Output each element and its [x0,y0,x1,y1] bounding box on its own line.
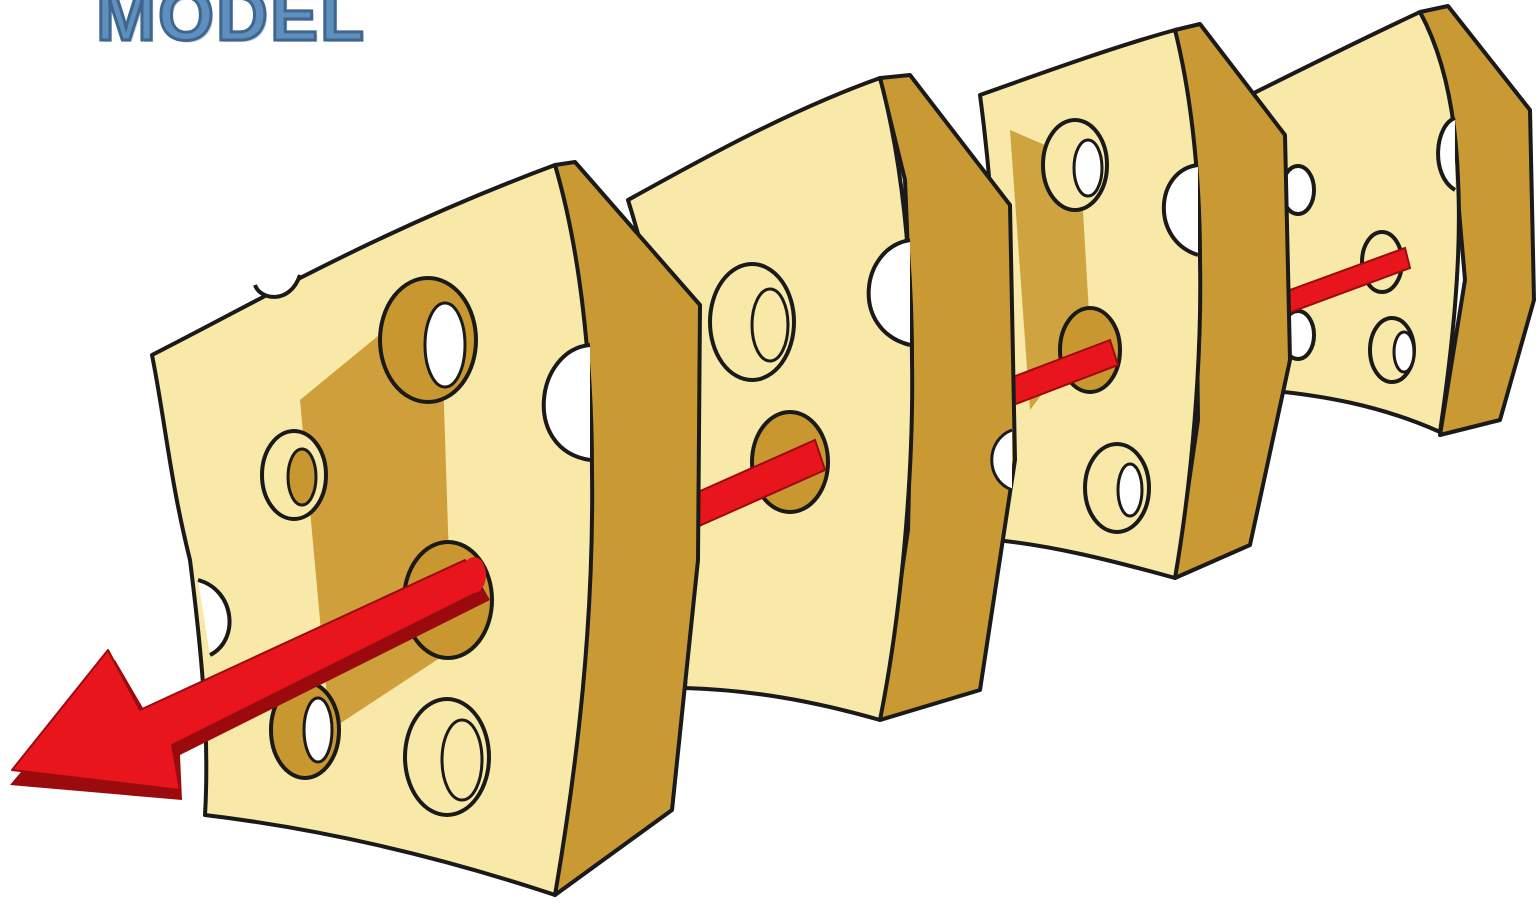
cheese-slice-1 [152,162,700,895]
cheese-hole [288,449,316,505]
cheese-hole [1074,140,1102,196]
cheese-hole [442,720,482,800]
cheese-hole [752,289,788,361]
cheese-hole [425,303,465,387]
cheese-hole [1118,464,1142,516]
cheese-slice-3 [980,24,1290,578]
cheese-slice-4 [1250,6,1534,435]
cheese-hole [1394,332,1414,372]
cheese-hole [304,698,332,762]
